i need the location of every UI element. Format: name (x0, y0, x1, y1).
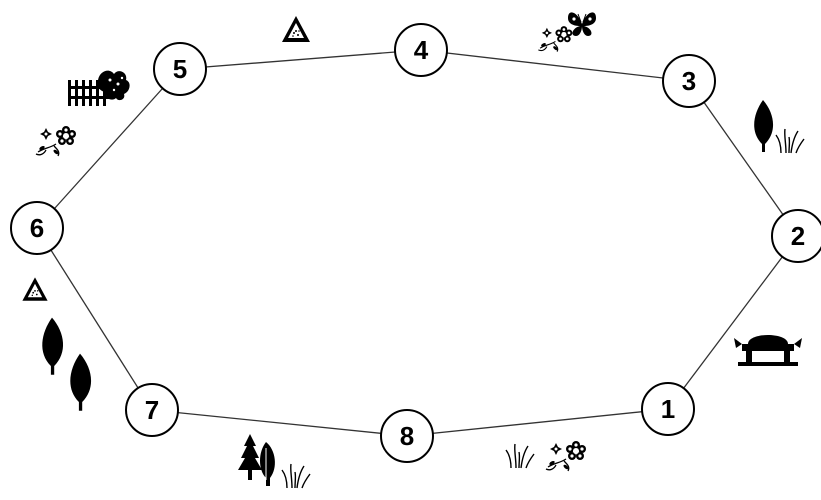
node-label: 7 (145, 395, 159, 425)
node-label: 2 (791, 221, 805, 251)
bench-icon (734, 335, 802, 366)
tree-icon (237, 433, 276, 487)
node-label: 4 (414, 35, 429, 65)
node-7: 7 (125, 383, 179, 437)
edge-8-1 (406, 408, 669, 437)
node-3: 3 (662, 54, 716, 108)
node-5: 5 (153, 42, 207, 96)
node-4: 4 (394, 23, 448, 77)
flower-icon (35, 125, 77, 157)
node-circle (662, 54, 716, 108)
grass-icon (775, 128, 805, 154)
warning-triangle-icon (282, 16, 310, 42)
node-label: 8 (400, 421, 414, 451)
fence-icon (68, 70, 130, 106)
edge-1-2 (667, 235, 799, 410)
edge-2-3 (688, 80, 799, 237)
flower-icon (545, 440, 587, 472)
node-circle (641, 382, 695, 436)
node-circle (153, 42, 207, 96)
leaf-icon (42, 317, 64, 375)
edge-7-8 (151, 409, 408, 437)
edge-3-4 (420, 49, 690, 82)
grass-icon (281, 463, 311, 489)
node-8: 8 (380, 409, 434, 463)
node-circle (394, 23, 448, 77)
node-2: 2 (771, 209, 821, 263)
node-label: 5 (173, 54, 187, 84)
path-edges (36, 49, 799, 437)
node-label: 6 (30, 213, 44, 243)
node-6: 6 (10, 201, 64, 255)
node-circle (771, 209, 821, 263)
node-circle (10, 201, 64, 255)
grass-icon (505, 443, 535, 469)
edge-4-5 (179, 49, 422, 70)
node-circle (125, 383, 179, 437)
node-label: 1 (661, 394, 675, 424)
leaf-icon (70, 353, 92, 411)
node-label: 3 (682, 66, 696, 96)
node-1: 1 (641, 382, 695, 436)
route-nodes: 1 2 3 4 5 6 7 8 (10, 23, 821, 463)
flower-icon (537, 25, 573, 53)
edge-6-7 (36, 227, 153, 411)
edge-5-6 (36, 68, 181, 229)
node-circle (380, 409, 434, 463)
leaf-icon (754, 100, 774, 152)
warning-triangle-icon (22, 277, 48, 301)
